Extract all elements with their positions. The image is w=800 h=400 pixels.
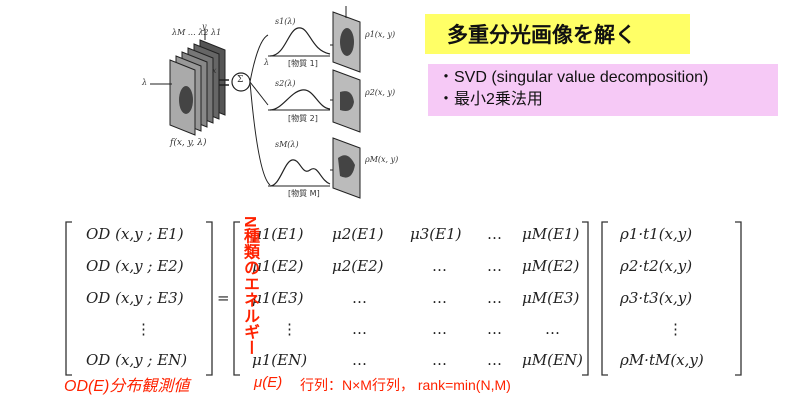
matrix-cell-4-2: … — [352, 320, 367, 338]
lambda-axis-label: λ — [142, 78, 148, 87]
page-title: 多重分光画像を解く — [425, 14, 690, 54]
spectrum-axis-1: λ — [264, 58, 270, 67]
matrix-cell-n-1: μ1(EN) — [252, 351, 308, 369]
method-list: ・SVD (singular value decomposition) ・最小2… — [428, 64, 778, 116]
matrix-cell-n-2: … — [352, 351, 367, 369]
left-vector-bracket — [65, 221, 213, 376]
substance-tag-m: [物質 M] — [288, 189, 320, 198]
od-row-1: OD (x,y ; E1) — [86, 225, 184, 243]
lambda-stack-label: λM … λ2 λ1 — [172, 28, 222, 37]
matrix-bracket — [233, 221, 589, 376]
mu-matrix-description: 行列：N×M行列， rank=min(N,M) — [300, 377, 511, 393]
rho-row-2: ρ2·t2(x,y) — [620, 257, 693, 275]
od-row-2: OD (x,y ; E2) — [86, 257, 184, 275]
rho-row-3: ρ3·t3(x,y) — [620, 289, 693, 307]
matrix-cell-4-4: … — [487, 320, 502, 338]
matrix-cell-3-1: μ1(E3) — [252, 289, 304, 307]
map-label-m: ρM(x, y) — [365, 155, 399, 164]
function-label: f(x, y, λ) — [170, 138, 207, 148]
matrix-cell-2-1: μ1(E2) — [252, 257, 304, 275]
matrix-cell-3-m: μM(E3) — [522, 289, 580, 307]
energy-count-label: N種類のエネルギー — [241, 216, 258, 356]
od-distribution-label: OD(E)分布観測値 — [64, 378, 190, 395]
matrix-cell-n-4: … — [487, 351, 502, 369]
map-label-1: ρ1(x, y) — [365, 30, 396, 39]
od-row-ellipsis: ⋮ — [136, 320, 151, 338]
matrix-cell-4-3: … — [432, 320, 447, 338]
matrix-cell-3-3: … — [432, 289, 447, 307]
matrix-cell-1-3: μ3(E1) — [410, 225, 462, 243]
substance-tag-2: [物質 2] — [288, 114, 318, 123]
matrix-cell-2-m: μM(E2) — [522, 257, 580, 275]
image-stack — [150, 30, 226, 136]
rho-row-1: ρ1·t1(x,y) — [620, 225, 693, 243]
od-row-3: OD (x,y ; E3) — [86, 289, 184, 307]
matrix-cell-3-2: … — [352, 289, 367, 307]
matrix-cell-3-4: … — [487, 289, 502, 307]
matrix-cell-n-3: … — [432, 351, 447, 369]
mu-matrix-symbol: μ(E) — [254, 374, 283, 391]
method-item-svd: ・SVD (singular value decomposition) — [438, 69, 709, 86]
sigma-symbol: Σ — [237, 75, 244, 85]
matrix-cell-1-m: μM(E1) — [522, 225, 580, 243]
matrix-cell-1-2: μ2(E1) — [332, 225, 384, 243]
spectrum-label-m: sM(λ) — [275, 140, 299, 149]
rho-row-ellipsis: ⋮ — [668, 320, 683, 338]
x-axis-label: x — [212, 66, 217, 75]
map-label-2: ρ2(x, y) — [365, 88, 396, 97]
matrix-cell-1-4: … — [487, 225, 502, 243]
map-rho-1 — [332, 6, 361, 73]
matrix-cell-2-4: … — [487, 257, 502, 275]
matrix-cell-1-1: μ1(E1) — [252, 225, 304, 243]
matrix-cell-4-1: ⋮ — [282, 320, 297, 338]
rho-row-m: ρM·tM(x,y) — [620, 351, 704, 369]
equals-sign: = — [217, 289, 230, 307]
matrix-cell-4-m: … — [545, 320, 560, 338]
matrix-cell-n-m: μM(EN) — [522, 351, 583, 369]
map-rho-2 — [332, 69, 361, 133]
matrix-cell-2-3: … — [432, 257, 447, 275]
substance-tag-1: [物質 1] — [288, 59, 318, 68]
right-vector-bracket — [601, 221, 742, 376]
map-rho-m — [332, 137, 361, 199]
od-row-n: OD (x,y ; EN) — [86, 351, 188, 369]
y-axis-label: y — [202, 22, 207, 31]
spectrum-label-1: s1(λ) — [275, 17, 296, 26]
spectrum-label-2: s2(λ) — [275, 79, 296, 88]
matrix-cell-2-2: μ2(E2) — [332, 257, 384, 275]
method-item-least-squares: ・最小2乗法用 — [438, 91, 543, 108]
